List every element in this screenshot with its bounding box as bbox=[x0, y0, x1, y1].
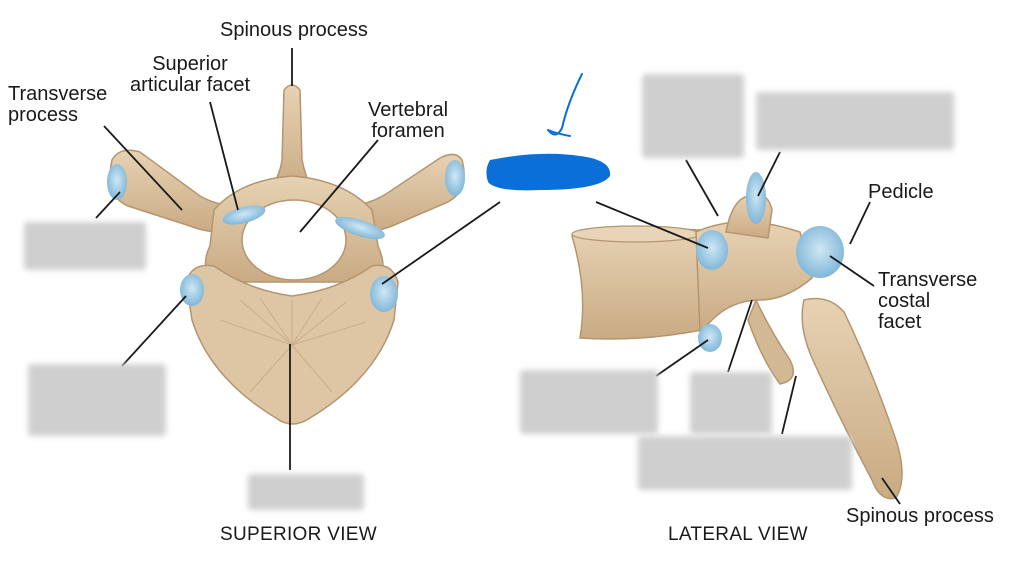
caption-superior-view: SUPERIOR VIEW bbox=[220, 524, 377, 545]
answer-mask-4[interactable] bbox=[642, 74, 744, 158]
pen-arrow-mark bbox=[547, 73, 583, 137]
label-transverse-costal-facet: Transverse costal facet bbox=[878, 269, 978, 333]
inferior-articular-process-shape bbox=[747, 298, 795, 385]
leader-lines bbox=[95, 48, 901, 505]
label-vertebral-foramen: Vertebral foramen bbox=[368, 99, 449, 142]
left-costal-facet bbox=[180, 274, 204, 306]
answer-mask-6[interactable] bbox=[520, 370, 658, 434]
inferior-costal-facet bbox=[698, 324, 722, 352]
right-superior-articular-facet bbox=[335, 216, 385, 240]
lateral-transverse-costal-facet bbox=[796, 226, 844, 278]
vertebral-foramen-hole bbox=[241, 199, 347, 281]
caption-lateral-view: LATERAL VIEW bbox=[668, 524, 808, 545]
superior-costal-facet bbox=[696, 230, 728, 270]
lateral-vertebra bbox=[571, 172, 903, 500]
right-costal-facet bbox=[370, 276, 398, 312]
lateral-vertebral-body-shape bbox=[571, 228, 703, 340]
left-transverse-facet bbox=[107, 164, 127, 200]
superior-spinous-process-shape bbox=[268, 84, 314, 191]
answer-mask-2[interactable] bbox=[28, 364, 166, 436]
label-pedicle: Pedicle bbox=[868, 181, 934, 203]
label-superior-articular-facet: Superior articular facet bbox=[130, 53, 251, 96]
label-transverse-process: Transverse process bbox=[8, 83, 108, 126]
answer-mask-8[interactable] bbox=[638, 436, 852, 490]
pen-scribble-mark bbox=[486, 153, 611, 191]
answer-mask-7[interactable] bbox=[690, 372, 772, 434]
label-superior-spinous-process: Spinous process bbox=[220, 19, 368, 41]
right-transverse-facet bbox=[445, 160, 465, 196]
answer-mask-5[interactable] bbox=[756, 92, 954, 150]
answer-mask-3[interactable] bbox=[248, 474, 364, 510]
body-striations bbox=[219, 297, 367, 393]
lateral-body-top-rim bbox=[571, 225, 701, 243]
label-lateral-spinous-process: Spinous process bbox=[846, 505, 994, 527]
superior-vertebra bbox=[107, 84, 465, 425]
answer-mask-1[interactable] bbox=[24, 222, 146, 270]
lateral-superior-articular-facet bbox=[746, 172, 766, 224]
left-superior-articular-facet bbox=[222, 205, 266, 225]
